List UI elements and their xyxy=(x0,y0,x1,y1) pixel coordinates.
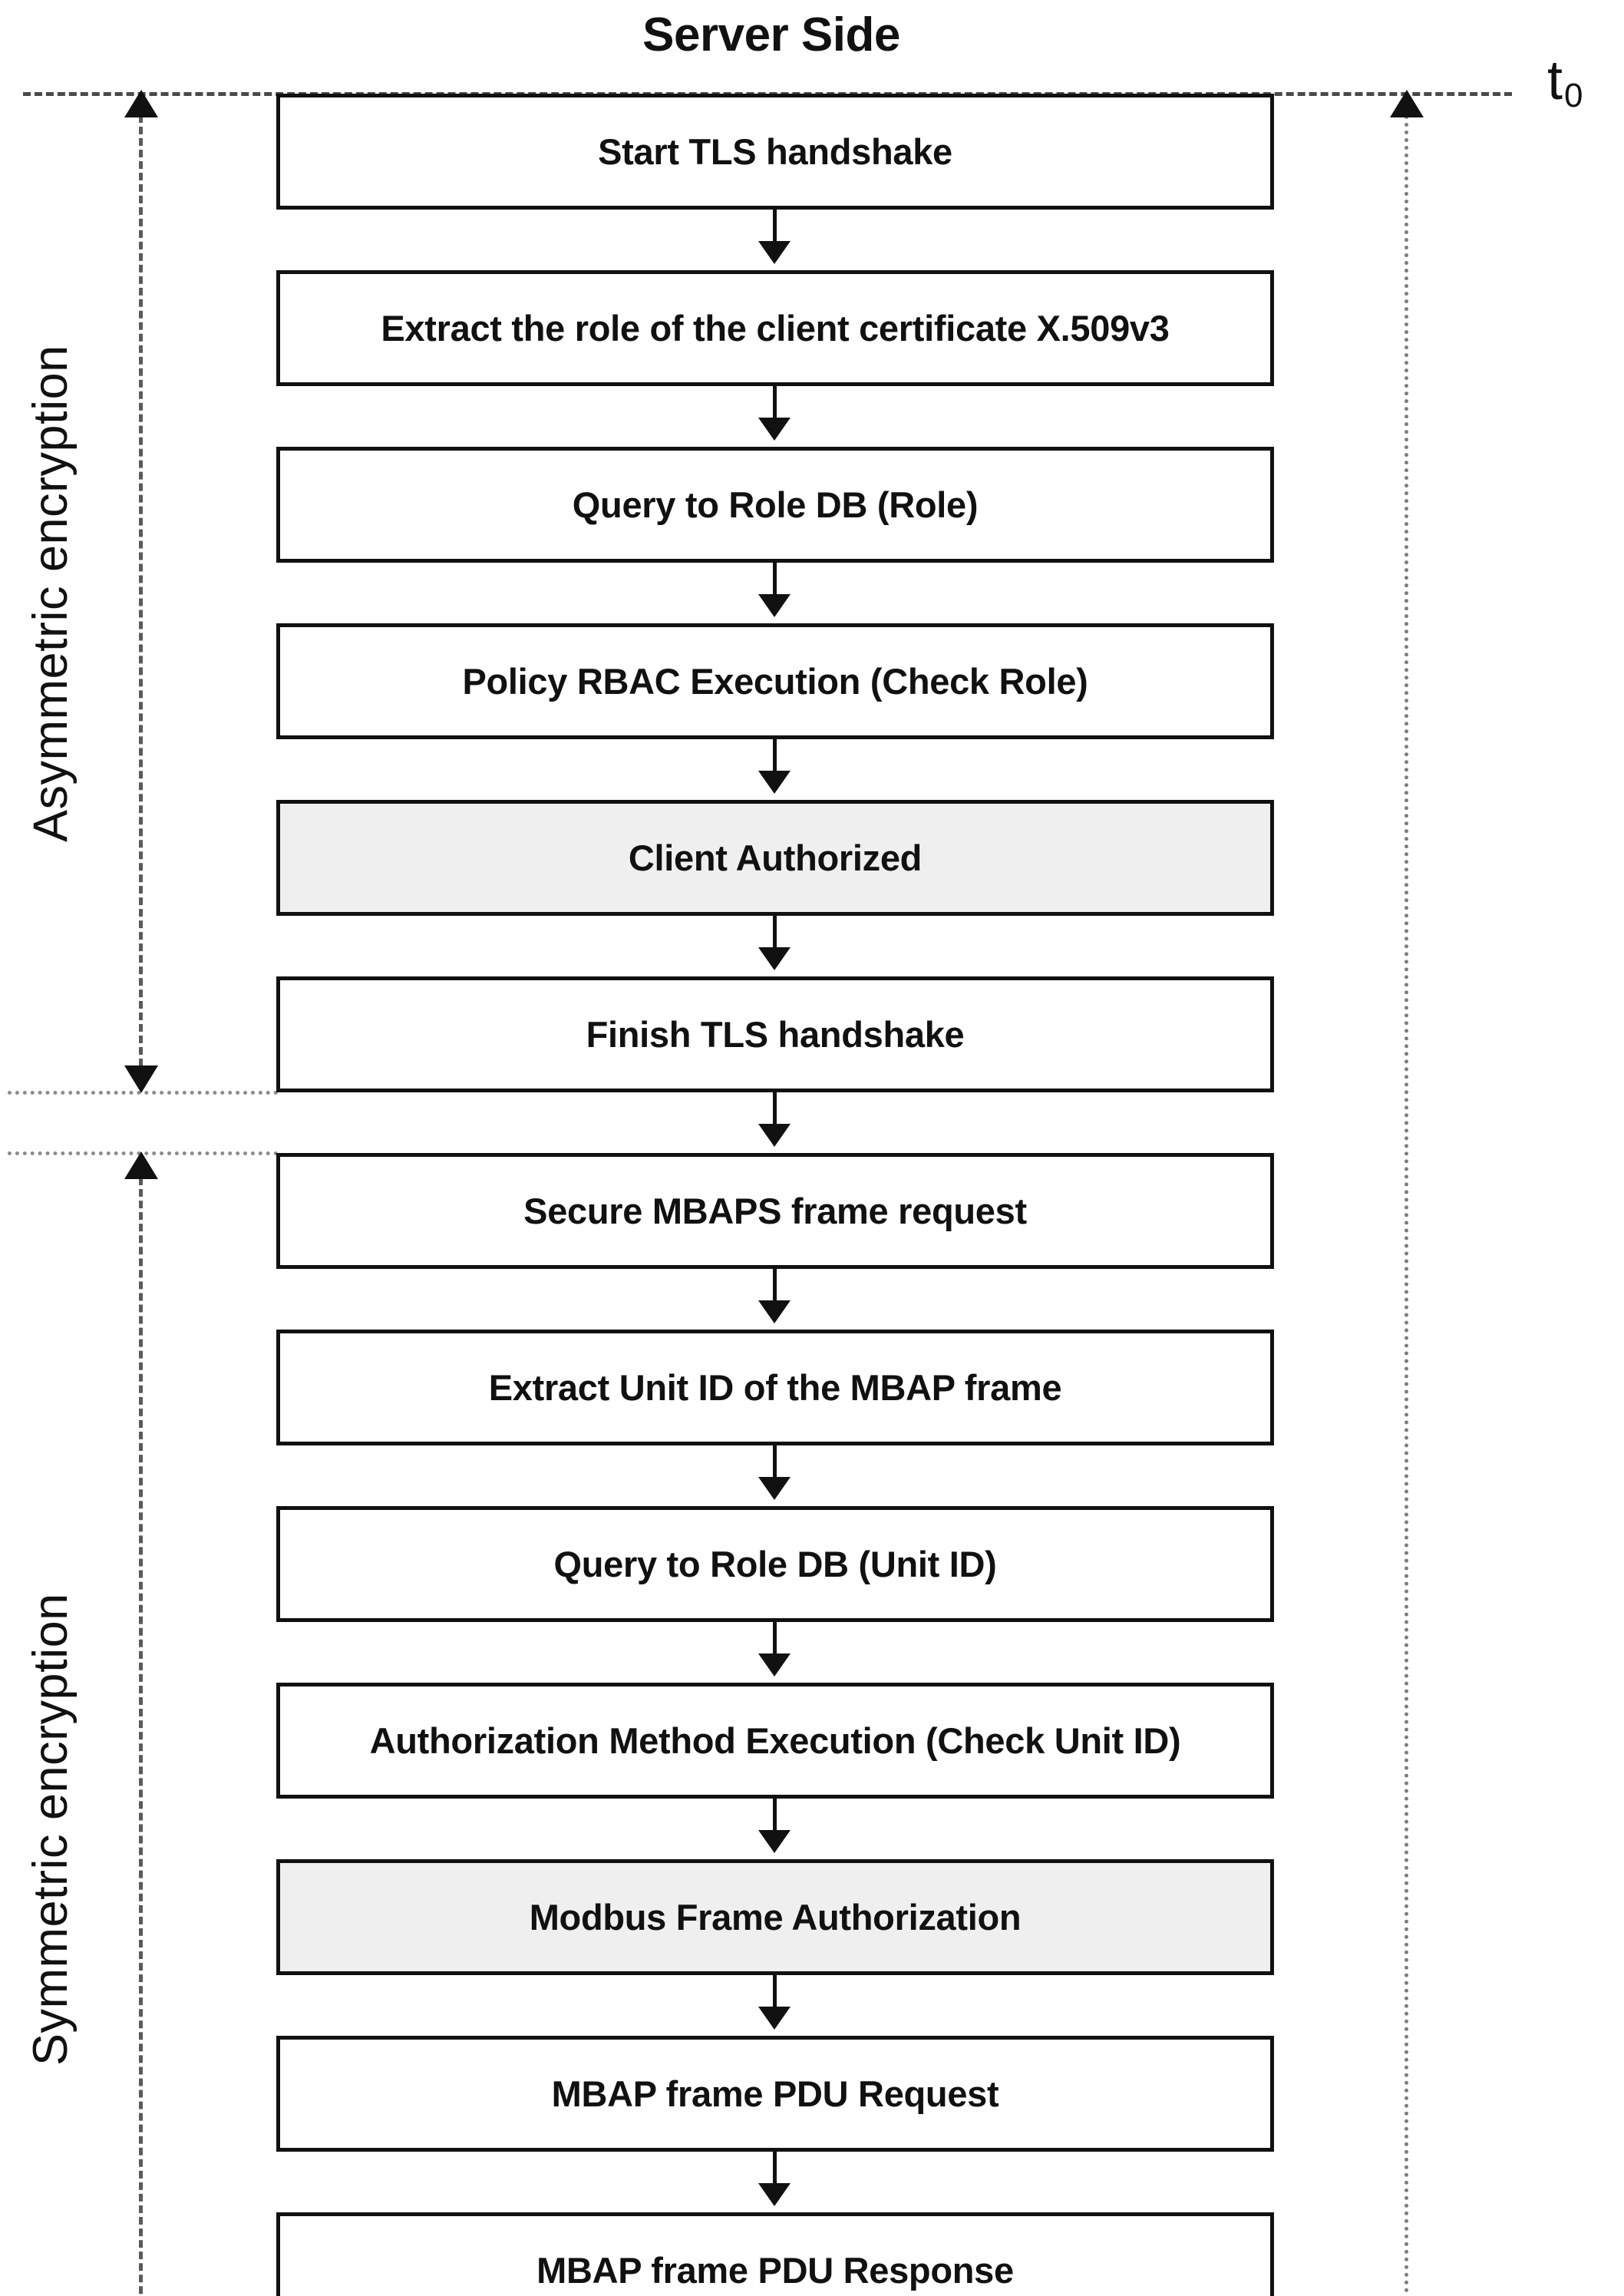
connector-4-5-arrowhead xyxy=(758,771,791,794)
flow-step-5[interactable]: Client Authorized xyxy=(276,800,1274,916)
connector-11-12 xyxy=(773,1975,777,2027)
flow-step-3-label: Query to Role DB (Role) xyxy=(572,484,979,525)
connector-8-9-arrowhead xyxy=(758,1477,791,1500)
timeline-axis-right-arrow-up xyxy=(1390,90,1424,117)
asymmetric-span-left-arrow-down xyxy=(124,1065,158,1093)
connector-2-3 xyxy=(773,386,777,438)
flow-step-12-label: MBAP frame PDU Request xyxy=(551,2073,999,2114)
flow-step-9-label: Query to Role DB (Unit ID) xyxy=(553,1543,997,1584)
connector-1-2 xyxy=(773,210,777,261)
connector-7-8 xyxy=(773,1269,777,1320)
connector-9-10 xyxy=(773,1622,777,1673)
connector-7-8-arrowhead xyxy=(758,1300,791,1323)
flow-step-11[interactable]: Modbus Frame Authorization xyxy=(276,1859,1274,1975)
time-marker-start-sub: 0 xyxy=(1564,77,1583,114)
flow-step-1[interactable]: Start TLS handshake xyxy=(276,94,1274,210)
flow-step-7[interactable]: Secure MBAPS frame request xyxy=(276,1153,1274,1269)
flow-step-11-label: Modbus Frame Authorization xyxy=(529,1896,1022,1938)
flow-step-10[interactable]: Authorization Method Execution (Check Un… xyxy=(276,1683,1274,1799)
time-marker-start: t0 xyxy=(1547,49,1583,114)
flow-step-4[interactable]: Policy RBAC Execution (Check Role) xyxy=(276,623,1274,739)
connector-6-7-arrowhead xyxy=(758,1124,791,1147)
flow-step-13[interactable]: MBAP frame PDU Response xyxy=(276,2212,1274,2296)
asymmetric-span-left-arrow-up xyxy=(124,90,158,117)
connector-5-6-arrowhead xyxy=(758,947,791,970)
flow-step-2-label: Extract the role of the client certifica… xyxy=(381,307,1170,349)
time-marker-start-base: t xyxy=(1547,50,1563,111)
flow-step-2[interactable]: Extract the role of the client certifica… xyxy=(276,270,1274,386)
connector-11-12-arrowhead xyxy=(758,2007,791,2030)
timeline-axis-right xyxy=(1404,115,1408,2296)
connector-10-11 xyxy=(773,1799,777,1850)
flow-step-13-label: MBAP frame PDU Response xyxy=(536,2249,1014,2291)
symmetric-span-left-arrow-up xyxy=(124,1151,158,1179)
flow-step-1-label: Start TLS handshake xyxy=(598,130,952,172)
connector-2-3-arrowhead xyxy=(758,418,791,441)
connector-12-13-arrowhead xyxy=(758,2183,791,2206)
connector-1-2-arrowhead xyxy=(758,241,791,264)
flow-step-7-label: Secure MBAPS frame request xyxy=(523,1190,1027,1231)
flow-step-12[interactable]: MBAP frame PDU Request xyxy=(276,2036,1274,2152)
connector-8-9 xyxy=(773,1445,777,1497)
connector-4-5 xyxy=(773,739,777,791)
flow-step-5-label: Client Authorized xyxy=(628,837,923,878)
connector-3-4 xyxy=(773,563,777,614)
flow-step-4-label: Policy RBAC Execution (Check Role) xyxy=(462,660,1088,702)
connector-3-4-arrowhead xyxy=(758,594,791,617)
connector-5-6 xyxy=(773,916,777,967)
asymmetric-span-left xyxy=(139,115,143,1066)
connector-12-13 xyxy=(773,2152,777,2203)
connector-10-11-arrowhead xyxy=(758,1830,791,1853)
connector-6-7 xyxy=(773,1092,777,1144)
flow-step-3[interactable]: Query to Role DB (Role) xyxy=(276,447,1274,563)
flow-step-6-label: Finish TLS handshake xyxy=(586,1013,965,1055)
connector-9-10-arrowhead xyxy=(758,1653,791,1677)
flow-step-6[interactable]: Finish TLS handshake xyxy=(276,976,1274,1092)
phase-label-symmetric: Symmetric encryption xyxy=(24,1592,78,2066)
flow-step-9[interactable]: Query to Role DB (Unit ID) xyxy=(276,1506,1274,1622)
page-title: Server Side xyxy=(642,8,900,61)
flow-step-8[interactable]: Extract Unit ID of the MBAP frame xyxy=(276,1330,1274,1445)
symmetric-span-left xyxy=(139,1178,143,2296)
phase-label-asymmetric: Asymmetric encryption xyxy=(24,344,78,842)
flow-step-8-label: Extract Unit ID of the MBAP frame xyxy=(488,1366,1062,1408)
flow-step-10-label: Authorization Method Execution (Check Un… xyxy=(369,1720,1181,1761)
